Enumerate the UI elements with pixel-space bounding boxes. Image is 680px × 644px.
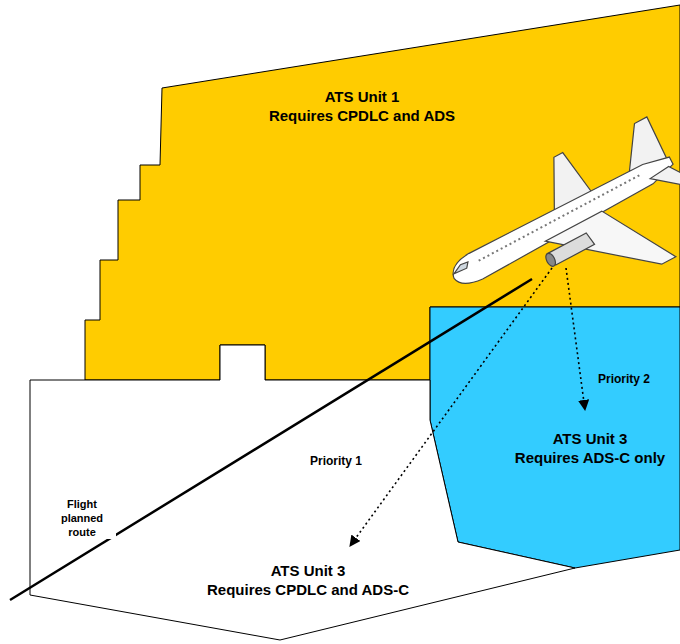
priority-label: Priority 2 <box>596 372 652 387</box>
region-outline <box>30 345 575 640</box>
unit-requirement: Requires CPDLC and ADS-C <box>207 580 409 599</box>
unit-name: ATS Unit 3 <box>515 429 665 448</box>
route-label: Flight planned route <box>48 497 116 539</box>
airspace-region: ATS Unit 3Requires ADS-C only <box>430 307 680 568</box>
priority-label: Priority 1 <box>308 454 364 469</box>
unit-name: ATS Unit 3 <box>207 561 409 580</box>
region-text: ATS Unit 3Requires CPDLC and ADS-C <box>207 561 409 599</box>
region-outline <box>430 307 680 568</box>
unit-requirement: Requires CPDLC and ADS <box>269 106 455 125</box>
region-text: ATS Unit 1Requires CPDLC and ADS <box>269 87 455 125</box>
priority-arrow <box>566 268 585 410</box>
unit-name: ATS Unit 1 <box>269 87 455 106</box>
priority-arrow <box>350 268 552 546</box>
airspace-region: ATS Unit 3Requires CPDLC and ADS-C <box>30 345 575 640</box>
flight-route-line <box>10 279 532 600</box>
aircraft <box>426 103 680 353</box>
unit-requirement: Requires ADS-C only <box>515 448 665 467</box>
region-text: ATS Unit 3Requires ADS-C only <box>515 429 665 467</box>
